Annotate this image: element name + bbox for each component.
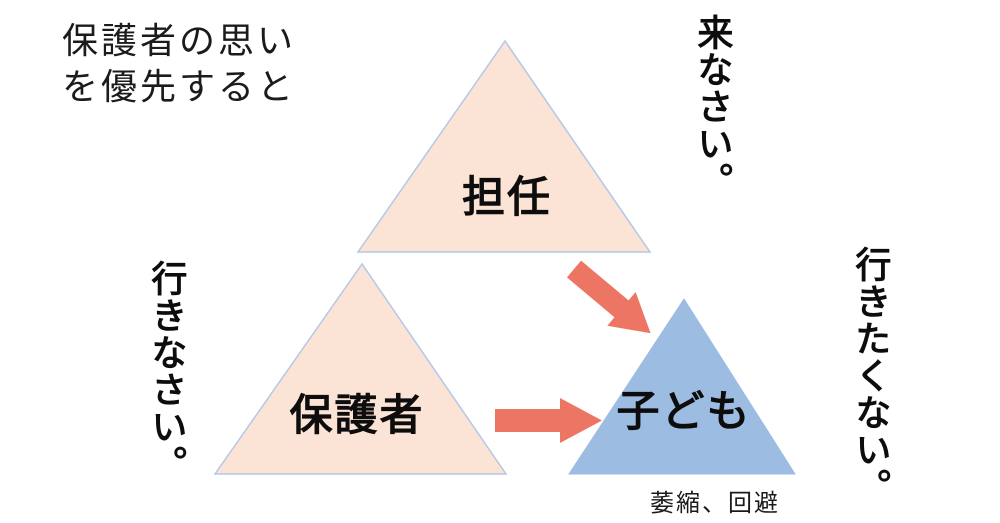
slide-title-line2: を優先すると [62,66,297,108]
teacher-speech-text: 来なさい。 [692,14,734,199]
guardian-to-child-arrow [495,398,602,443]
guardian-label: 保護者 [289,392,425,440]
child-state-caption: 萎縮、回避 [650,490,780,517]
teacher-triangle [356,39,652,253]
child-triangle [568,298,796,475]
teacher-label: 担任 [462,174,552,222]
child-label: 子ども [616,388,752,436]
slide-title-line1: 保護者の思い [62,20,297,61]
guardian-speech-text: 行きなさい。 [146,260,188,482]
child-feeling-text: 行きたくない。 [850,246,892,505]
teacher-to-child-arrow [566,260,651,334]
slide-title: 保護者の思い を優先すると [62,18,296,110]
guardian-triangle [213,262,508,475]
